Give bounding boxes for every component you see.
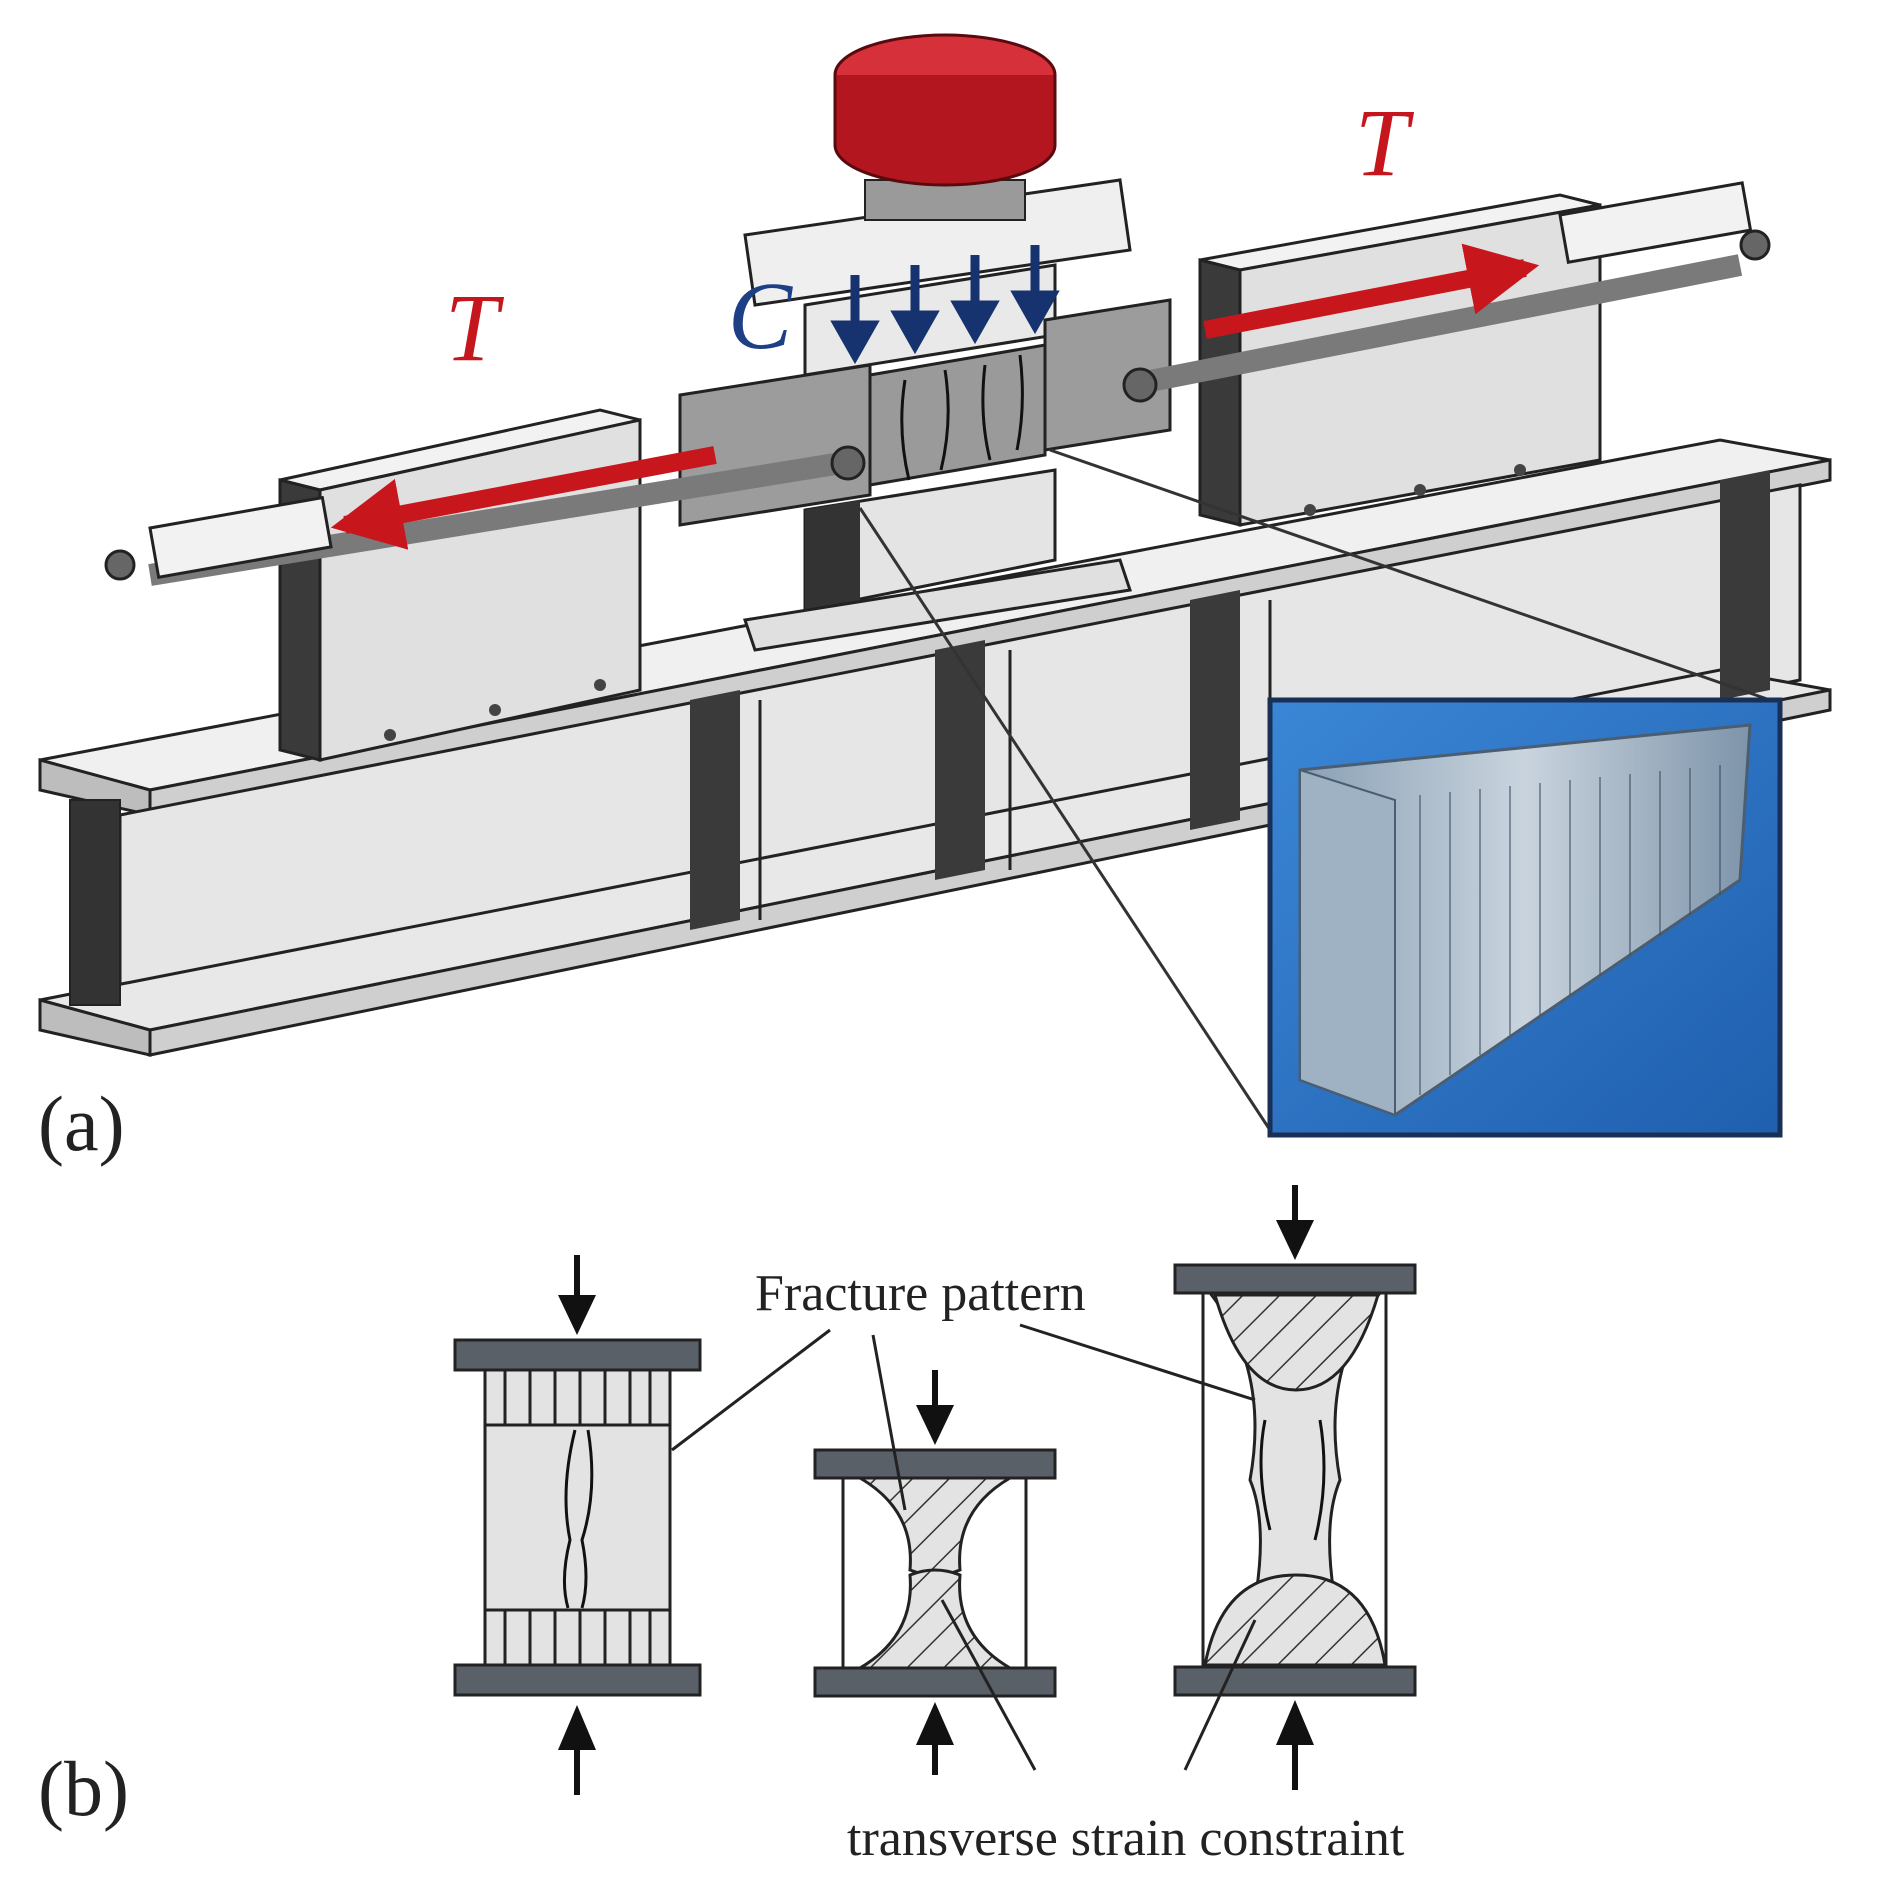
compression-arrows (830, 245, 1060, 365)
specimen-splitting (453, 1255, 702, 1795)
specimen-cones-tall (1173, 1185, 1417, 1790)
tie-rods (104, 181, 1771, 586)
specimen-photo-inset (1267, 697, 1783, 1138)
panel-b: Fracture pattern transverse strain const… (38, 1185, 1417, 1867)
callout-fracture-pattern: Fracture pattern (755, 1265, 1086, 1322)
inset-leader-lines (858, 448, 1771, 1131)
compression-frame (743, 33, 1132, 652)
specimen-block (868, 343, 1047, 487)
tension-arrow-right (1203, 243, 1540, 339)
label-tension-right: T (1355, 89, 1415, 196)
tension-arrow-left (330, 446, 717, 550)
label-compression: C (728, 262, 793, 369)
tension-arrows (330, 243, 1540, 550)
panel-b-tag: (b) (38, 1745, 129, 1832)
panel-a-tag: (a) (38, 1080, 125, 1167)
callout-transverse-strain-constraint: transverse strain constraint (847, 1810, 1405, 1867)
callout-leader-lines (671, 1323, 1257, 1771)
specimen-cones-short (813, 1370, 1057, 1775)
panel-a: T T C ( (38, 33, 1832, 1167)
label-tension-left: T (445, 274, 505, 381)
